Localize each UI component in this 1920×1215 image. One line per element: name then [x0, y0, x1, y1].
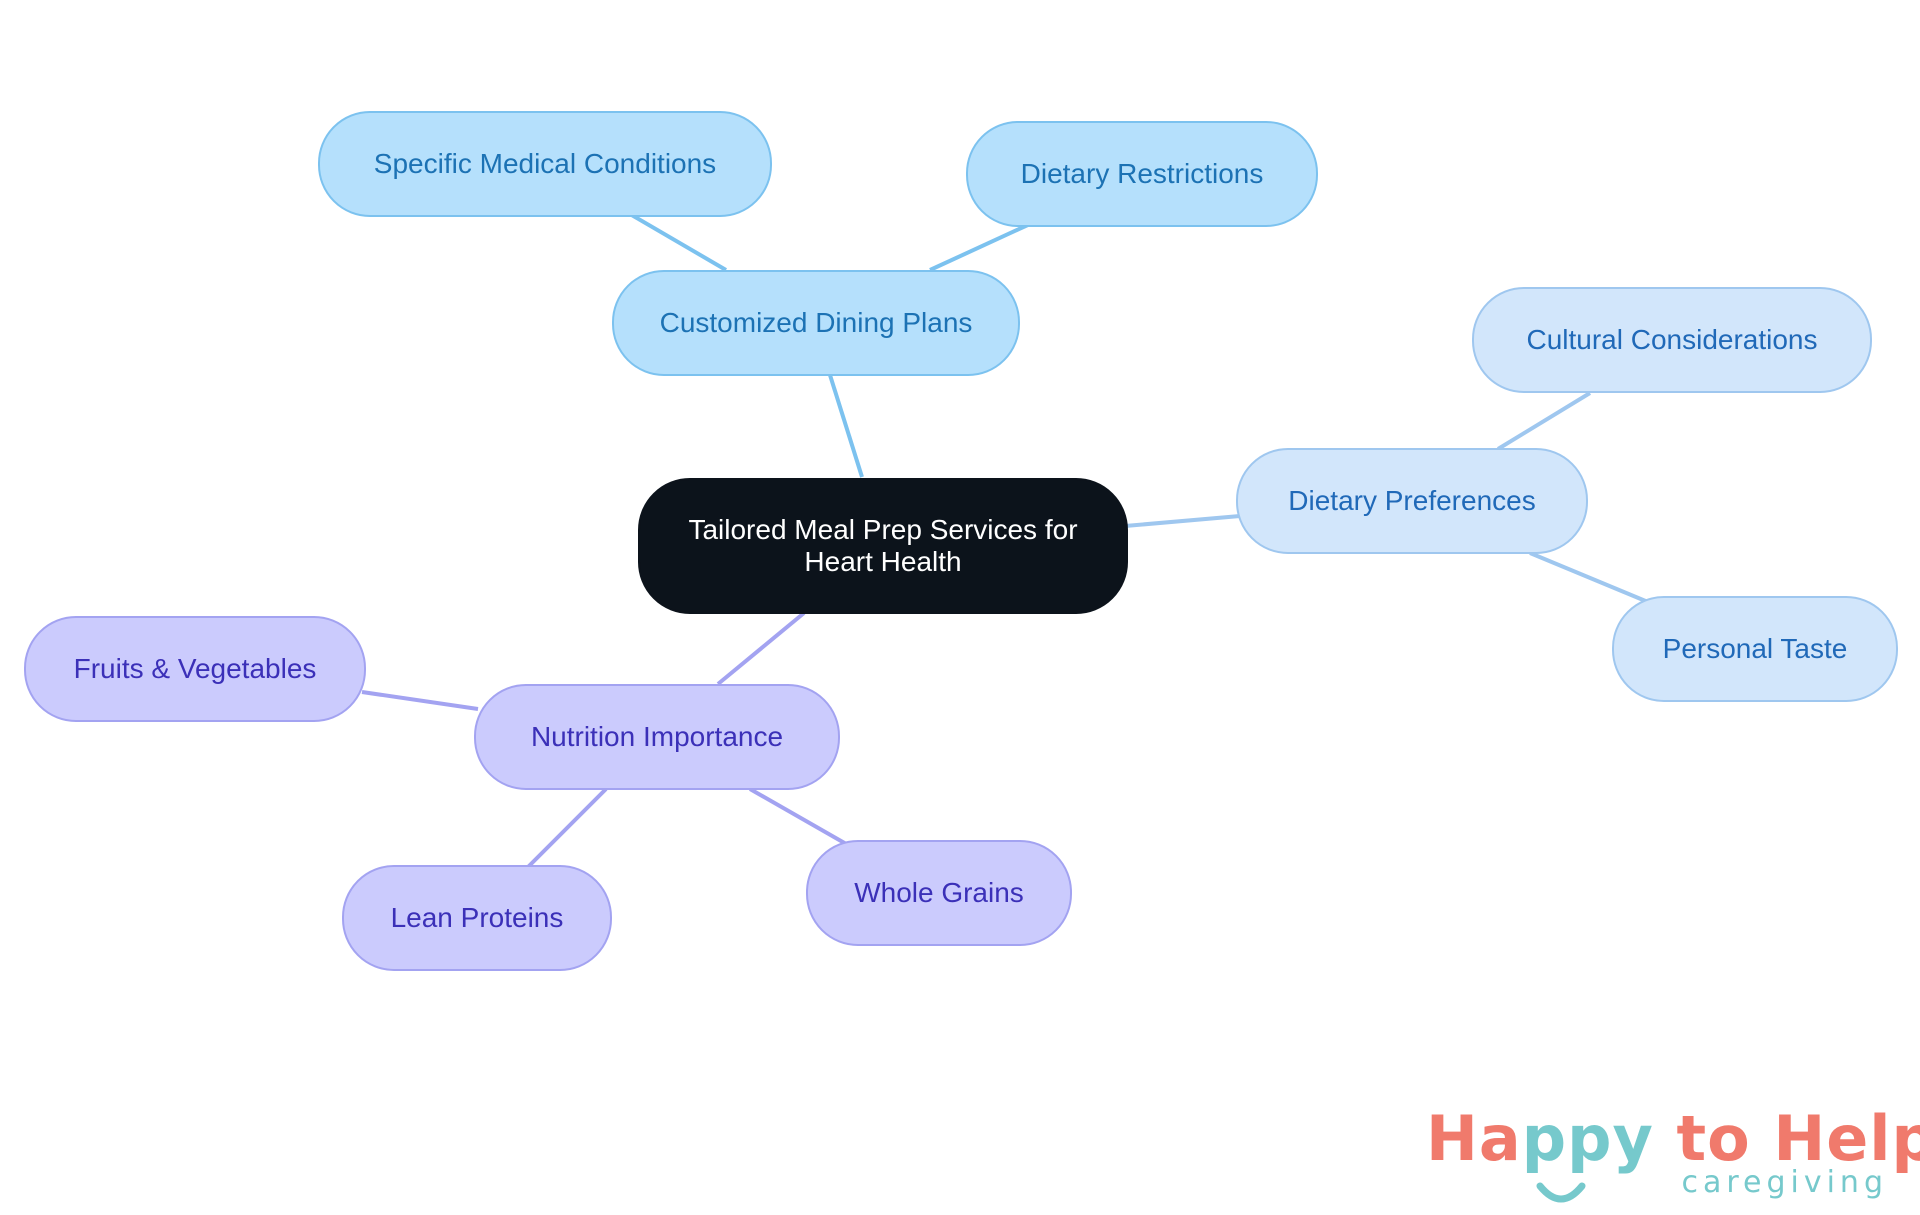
logo-wordmark: Happy to Help	[1426, 1104, 1920, 1174]
branch-node-nutrition-importance[interactable]: Nutrition Importance	[474, 684, 840, 790]
leaf-node-label: Dietary Restrictions	[1020, 158, 1264, 189]
leaf-node-lean-proteins[interactable]: Lean Proteins	[342, 865, 612, 971]
branch-node-label: Nutrition Importance	[530, 721, 784, 752]
edge-customized-medical	[628, 212, 728, 272]
branch-node-label: Customized Dining Plans	[659, 307, 973, 338]
leaf-node-label: Fruits & Vegetables	[73, 653, 317, 684]
edge-customized-restrictions	[929, 222, 1031, 272]
logo-wordmark-part2: ppy	[1521, 1102, 1654, 1175]
edge-root-nutrition	[716, 611, 806, 686]
leaf-node-label: Specific Medical Conditions	[373, 148, 717, 179]
leaf-node-specific-medical-conditions[interactable]: Specific Medical Conditions	[318, 111, 772, 217]
leaf-node-dietary-restrictions[interactable]: Dietary Restrictions	[966, 121, 1318, 227]
root-node-label: Tailored Meal Prep Services for Heart He…	[688, 514, 1078, 577]
leaf-node-whole-grains[interactable]: Whole Grains	[806, 840, 1072, 946]
leaf-node-personal-taste[interactable]: Personal Taste	[1612, 596, 1898, 702]
branch-node-label: Dietary Preferences	[1288, 485, 1536, 516]
leaf-node-label: Lean Proteins	[390, 902, 564, 933]
edge-nutrition-fruits	[361, 690, 479, 711]
edge-preferences-taste	[1529, 551, 1649, 604]
logo-tagline: caregiving	[1681, 1165, 1888, 1200]
logo-wordmark-part1: Ha	[1426, 1102, 1522, 1175]
edge-preferences-cultural	[1496, 391, 1592, 451]
leaf-node-label: Whole Grains	[854, 877, 1024, 908]
leaf-node-label: Cultural Considerations	[1526, 324, 1818, 355]
edge-root-customized	[828, 374, 864, 478]
leaf-node-fruits-vegetables[interactable]: Fruits & Vegetables	[24, 616, 366, 722]
leaf-node-label: Personal Taste	[1662, 633, 1848, 664]
branch-node-customized-dining-plans[interactable]: Customized Dining Plans	[612, 270, 1020, 376]
branch-node-dietary-preferences[interactable]: Dietary Preferences	[1236, 448, 1588, 554]
leaf-node-cultural-considerations[interactable]: Cultural Considerations	[1472, 287, 1872, 393]
root-node[interactable]: Tailored Meal Prep Services for Heart He…	[638, 478, 1128, 614]
edge-root-preferences	[1124, 514, 1241, 528]
edge-nutrition-grains	[749, 787, 849, 847]
happy-to-help-logo: Happy to Help caregiving	[1424, 1104, 1920, 1204]
smile-icon	[1536, 1182, 1586, 1203]
logo-wordmark-part3: to Help	[1653, 1102, 1920, 1175]
edge-nutrition-proteins	[526, 787, 608, 869]
